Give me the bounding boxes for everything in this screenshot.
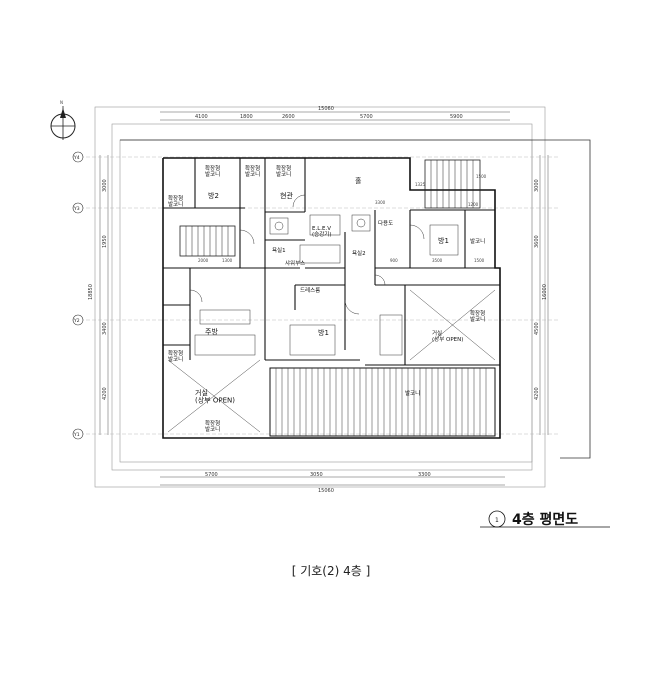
small-dim-5: 3300 <box>375 200 386 205</box>
site-outlines <box>94 106 546 488</box>
dim-left-2: 1950 <box>102 235 108 248</box>
room-bath-1: 욕실1 <box>272 246 286 254</box>
stairs-right <box>424 159 481 209</box>
dim-top-overall: 15060 <box>318 106 334 112</box>
open-area-markings <box>167 289 496 433</box>
dim-bottom-overall: 15060 <box>318 488 334 494</box>
grid-label-y3: Y3 <box>73 206 80 212</box>
room-shower: 샤워부스 <box>285 259 305 267</box>
drawing-title: 4층 평면도 <box>512 511 578 528</box>
dim-right-1: 3000 <box>534 179 540 192</box>
small-dim-8: 1200 <box>468 202 479 207</box>
dim-top-5: 5900 <box>450 114 463 120</box>
door-swings <box>189 194 425 315</box>
dim-right-2: 3600 <box>534 235 540 248</box>
dimension-bottom: 5700 3050 3300 15060 <box>160 472 505 494</box>
room-living: 거실(상부 OPEN) <box>195 388 235 405</box>
grid-label-y2: Y2 <box>73 318 80 324</box>
dim-top-3: 2600 <box>282 114 295 120</box>
north-arrow-icon: N <box>50 100 76 140</box>
grid-label-y4: Y4 <box>73 155 80 161</box>
room-dress: 드레스룸 <box>300 286 320 294</box>
dim-right-4: 4200 <box>534 387 540 400</box>
deck-hatching <box>269 367 496 437</box>
dim-bottom-3: 3300 <box>418 472 431 478</box>
grid-label-y1: Y1 <box>73 432 80 438</box>
small-dim-6: 1325 <box>415 182 426 187</box>
room-bath-2: 욕실2 <box>352 249 366 257</box>
small-dim-1: 2000 <box>198 258 209 263</box>
dim-top-1: 4100 <box>195 114 208 120</box>
title-number: 1 <box>495 517 499 524</box>
small-dim-2: 1300 <box>222 258 233 263</box>
small-dim-3: 3500 <box>432 258 443 263</box>
room-balcony-right: 발코니 <box>470 237 485 245</box>
room-1-center: 방1 <box>318 328 329 337</box>
small-dim-4: 1500 <box>474 258 485 263</box>
dim-bottom-2: 3050 <box>310 472 323 478</box>
interior-walls <box>163 158 500 366</box>
small-dimensions: 2000 1300 3500 1500 3300 1325 1500 1200 … <box>198 174 487 263</box>
dimension-right: 16000 3000 3600 4500 4200 <box>534 155 549 435</box>
dimension-left: 18850 3000 1950 3400 4200 <box>88 155 109 435</box>
room-1-right: 방1 <box>438 236 449 245</box>
dim-right-3: 4500 <box>534 322 540 335</box>
dim-left-4: 4200 <box>102 387 108 400</box>
room-kitchen: 주방 <box>205 327 218 336</box>
grid-bubbles: Y4 Y3 Y2 Y1 <box>72 151 84 440</box>
room-utility: 다용도 <box>378 219 393 227</box>
dimension-top: 15060 4100 1800 2600 5700 5900 <box>160 106 510 121</box>
fixtures <box>194 214 459 356</box>
dim-bottom-1: 5700 <box>205 472 218 478</box>
room-deck: 발코니 <box>405 389 420 397</box>
room-2: 방2 <box>208 191 219 200</box>
room-entrance: 현관 <box>280 191 293 200</box>
drawing-title-block: 1 4층 평면도 <box>480 510 610 528</box>
north-label: N <box>60 100 63 105</box>
stairs-left <box>179 225 236 257</box>
figure-caption: [ 기호(2) 4층 ] <box>291 564 371 578</box>
small-dim-9: 900 <box>390 258 398 263</box>
dim-left-overall: 18850 <box>88 284 94 300</box>
dim-left-3: 3400 <box>102 322 108 335</box>
property-line <box>120 139 591 459</box>
room-elevator: E.L.E.V(승강기) <box>312 226 331 238</box>
dim-top-2: 1800 <box>240 114 253 120</box>
room-open-right: 거실(상부 OPEN) <box>432 329 463 343</box>
dim-right-overall: 16000 <box>542 284 548 300</box>
dim-top-4: 5700 <box>360 114 373 120</box>
room-hall: 홀 <box>355 176 362 185</box>
small-dim-7: 1500 <box>476 174 487 179</box>
dim-left-1: 3000 <box>102 179 108 192</box>
